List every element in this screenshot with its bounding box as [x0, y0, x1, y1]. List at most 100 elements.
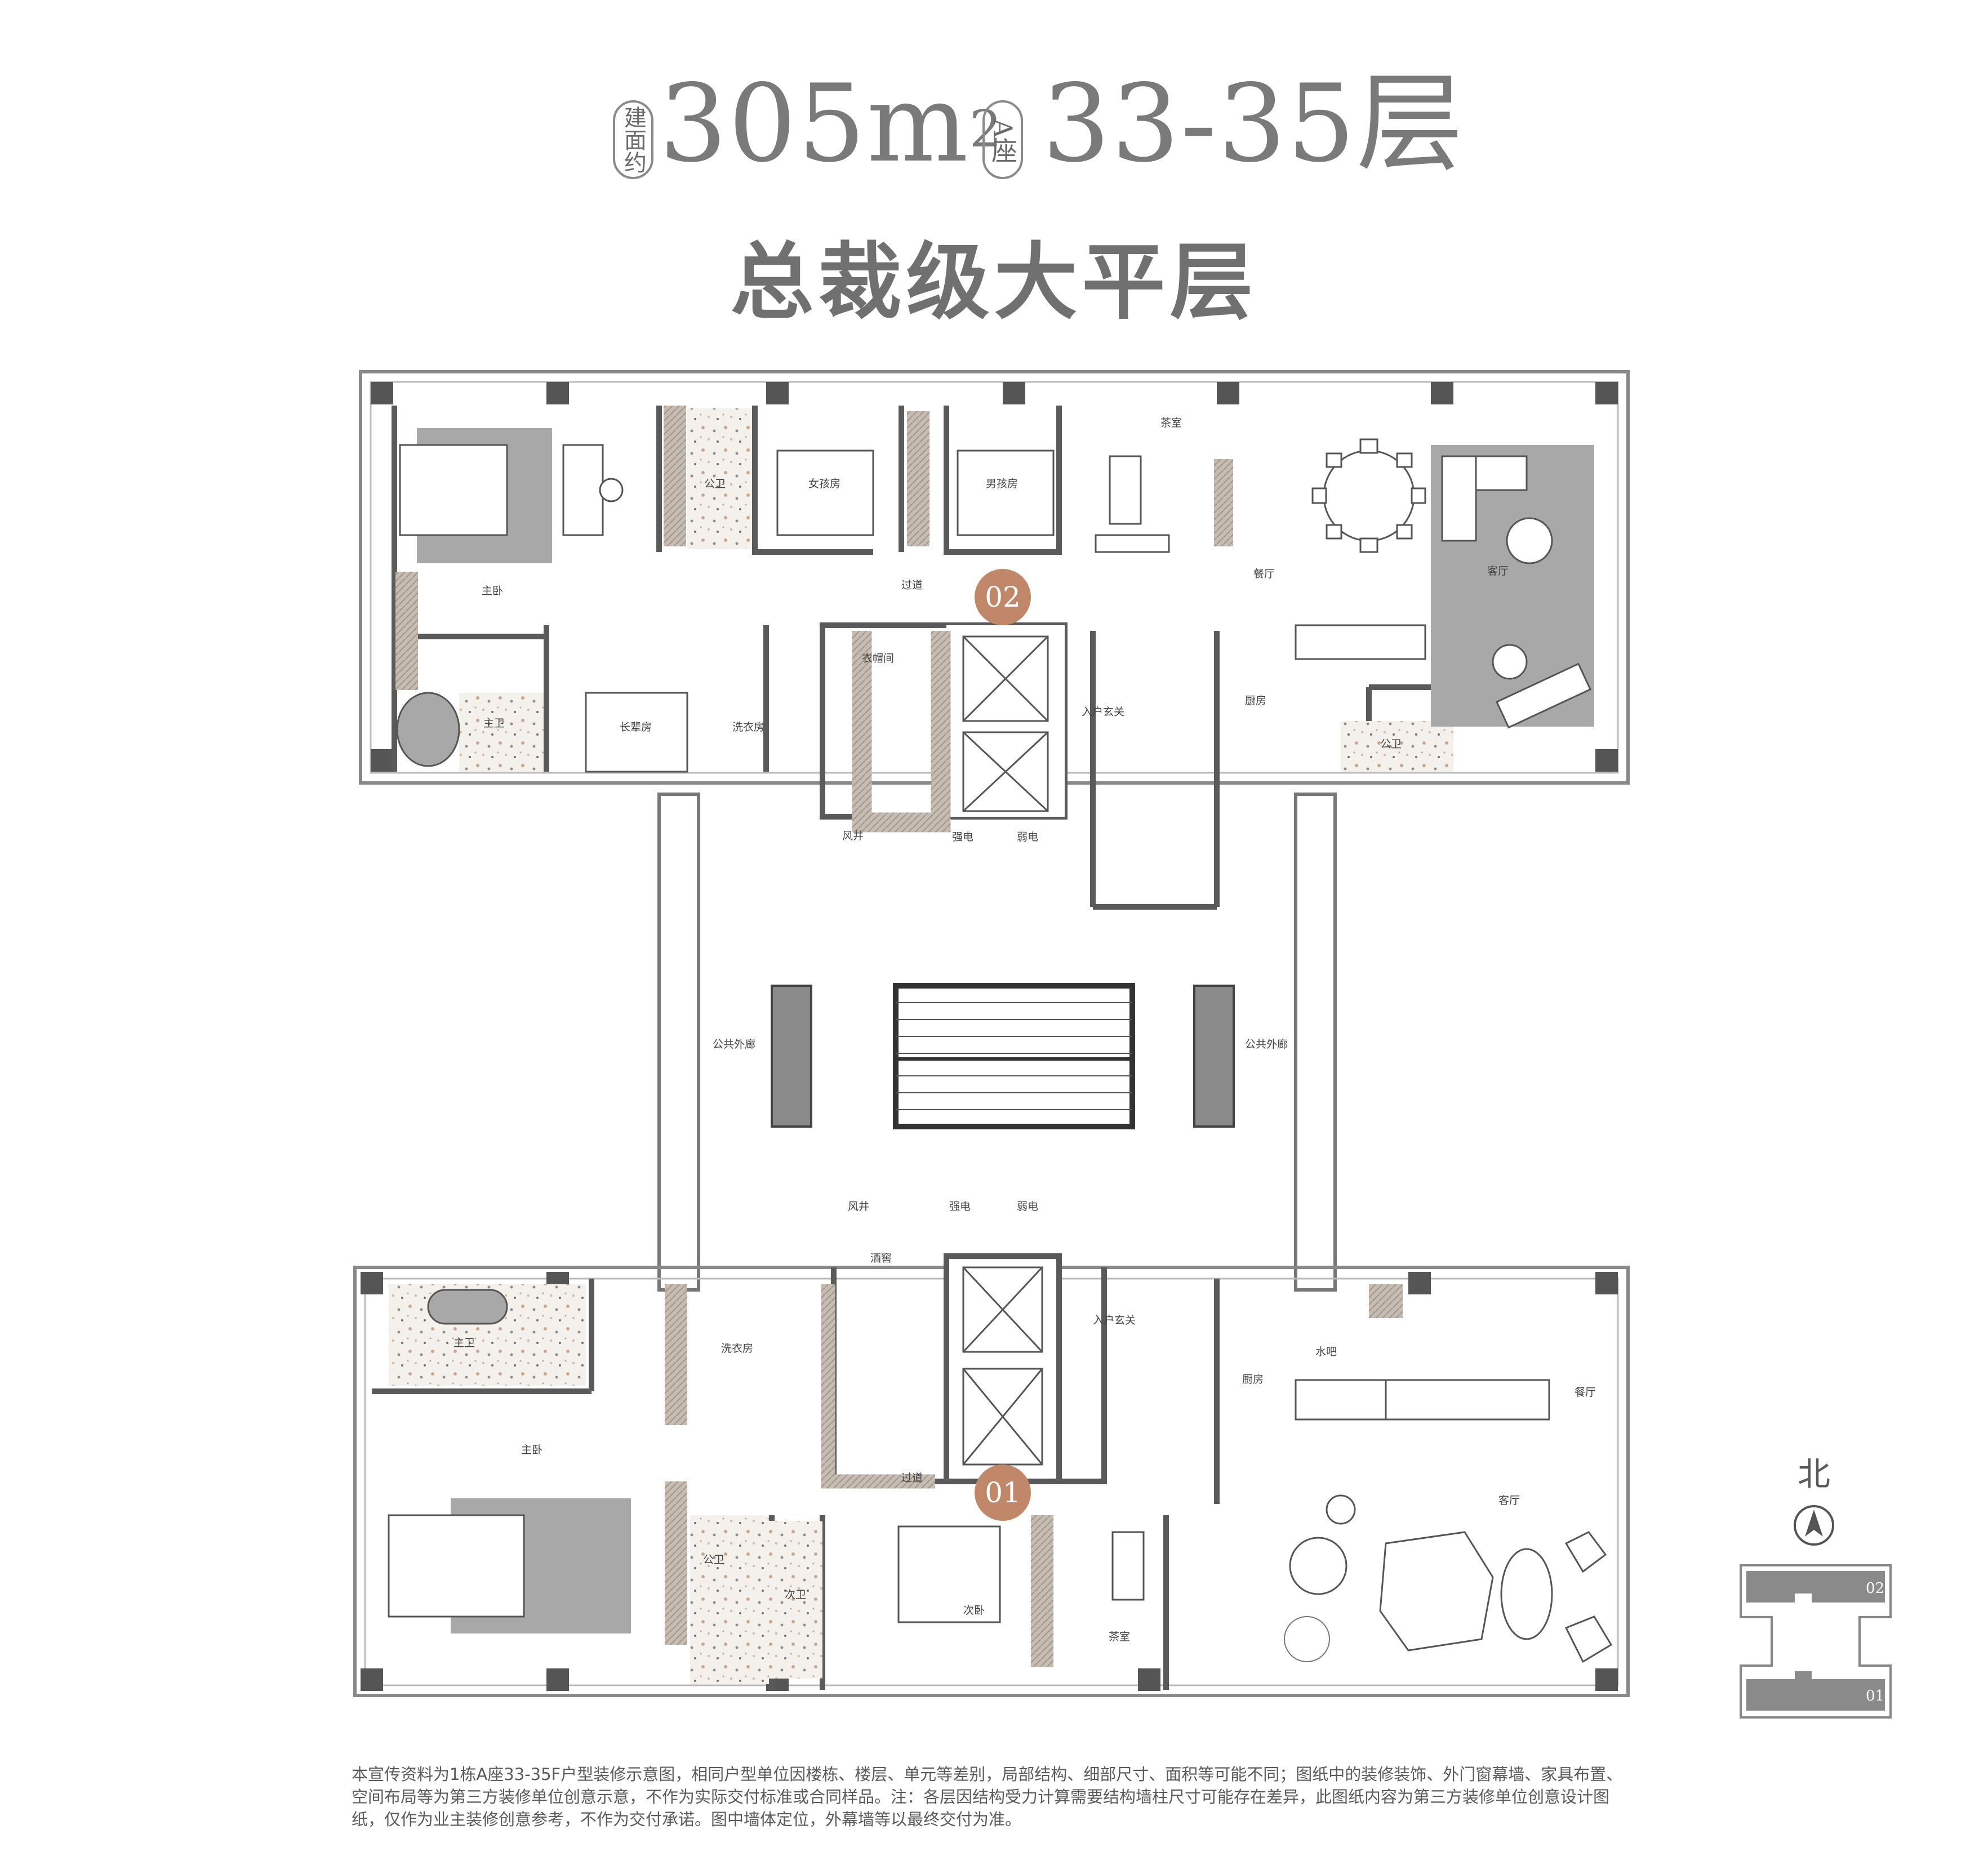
unit01-public-bath-floor [690, 1515, 769, 1684]
unit02-wardrobe-3 [907, 411, 929, 546]
label-unit02-entrance: 入户玄关 [1082, 706, 1124, 718]
unit02-cloakroom-shelves [852, 631, 951, 833]
unit01-second-bed [897, 1525, 1001, 1623]
label-unit01-dining: 餐厅 [1575, 1386, 1596, 1399]
label-gallery-left: 公共外廊 [713, 1038, 755, 1051]
block-seal: A座 [982, 100, 1023, 179]
unit02-desk [562, 444, 604, 536]
label-unit02-vent: 风井 [842, 830, 864, 842]
key-plan-diagram: 02 01 [1740, 1564, 1892, 1719]
badge-02-text: 02 [985, 581, 1021, 613]
badge-01-text: 01 [985, 1476, 1021, 1509]
floor-plan: 02 01 主卧 公卫 女孩房 男孩房 茶室 过道 餐厅 客厅 主卫 长辈房 洗… [353, 370, 1630, 1697]
unit01-dining-table [1385, 1379, 1550, 1421]
key-plan: 02 01 [1738, 1563, 1893, 1720]
unit02-kitchen-island [1295, 624, 1426, 660]
unit02-elder-bed [585, 692, 688, 773]
label-unit02-girls-room: 女孩房 [808, 478, 840, 490]
label-unit01-vent: 风井 [848, 1200, 869, 1213]
label-unit02-public-bath: 公卫 [704, 478, 726, 490]
core-shafts [771, 985, 1235, 1128]
unit01-wardrobe-1 [665, 1481, 687, 1645]
unit01-wardrobe-3 [1031, 1515, 1053, 1667]
north-arrow-icon [1794, 1505, 1834, 1546]
header: 建面约 305m2 A座 33-35层 [0, 68, 1988, 197]
label-unit02-elder-room: 长辈房 [620, 721, 652, 733]
unit01-second-bath-floor [766, 1521, 822, 1679]
unit01-elevators [962, 1266, 1043, 1466]
unit02-wardrobe-2 [664, 406, 686, 546]
label-unit02-public-bath2: 公卫 [1380, 738, 1402, 750]
unit02-master-bed [399, 444, 508, 536]
label-unit02-weak-elec: 弱电 [1017, 831, 1038, 843]
label-unit02-boys-room: 男孩房 [986, 478, 1018, 490]
right-gallery-wall [1294, 793, 1337, 1292]
unit-01 [353, 1253, 1630, 1697]
unit02-boys-bed [957, 449, 1055, 536]
unit01-tea-table [1111, 1531, 1145, 1601]
label-unit01-strong-elec: 强电 [949, 1200, 971, 1213]
label-unit01-corridor: 过道 [901, 1472, 923, 1484]
label-unit02-strong-elec: 强电 [952, 831, 973, 843]
unit02-wardrobe-1 [395, 572, 418, 690]
label-unit01-entrance: 入户玄关 [1093, 1314, 1136, 1327]
label-unit01-weak-elec: 弱电 [1017, 1200, 1038, 1213]
unit01-bathtub [427, 1289, 508, 1325]
floor-range: 33-35层 [1042, 61, 1465, 186]
label-unit02-tea-room: 茶室 [1160, 417, 1182, 429]
label-unit02-kitchen: 厨房 [1245, 695, 1266, 707]
unit02-bathtub [396, 692, 460, 767]
label-unit01-water-bar: 水吧 [1315, 1346, 1337, 1358]
label-unit01-second-bath: 次卫 [785, 1588, 806, 1601]
left-gallery-wall [657, 793, 700, 1292]
unit02-public-bath-floor [687, 408, 752, 549]
label-unit01-tea-room: 茶室 [1109, 1631, 1130, 1643]
key-plan-label-01: 01 [1866, 1688, 1884, 1704]
label-unit02-laundry: 洗衣房 [732, 721, 764, 733]
unit-02 [359, 370, 1630, 910]
unit02-master-bath-floor [459, 693, 544, 772]
north-compass: 北 [1791, 1448, 1836, 1548]
block-seal-text: A座 [988, 119, 1018, 164]
unit01-wine-shelves [821, 1284, 935, 1489]
unit02-tea-cabinet [1214, 459, 1233, 546]
label-unit02-master-bath: 主卫 [483, 717, 505, 729]
compass-label: 北 [1797, 1455, 1830, 1493]
unit-badge-01: 01 [975, 1465, 1031, 1521]
disclaimer-text: 本宣传资料为1栋A座33-35F户型装修示意图，相同户型单位因楼栋、楼层、单元等… [352, 1765, 1623, 1829]
label-unit02-corridor: 过道 [901, 579, 923, 591]
unit02-elevators [962, 635, 1049, 812]
unit02-columns [371, 382, 1618, 772]
label-unit02-cloakroom: 衣帽间 [862, 652, 894, 665]
unit02-girls-bed [776, 449, 874, 536]
unit01-coffee-table [1379, 1531, 1494, 1652]
label-gallery-right: 公共外廊 [1245, 1038, 1288, 1051]
area-seal-text: 建面约 [620, 106, 646, 173]
area-number: 305m [659, 61, 969, 186]
unit01-master-bed [388, 1514, 525, 1618]
label-unit02-living: 客厅 [1487, 565, 1509, 577]
label-unit01-laundry: 洗衣房 [721, 1342, 753, 1355]
label-unit02-master-bedroom: 主卧 [482, 585, 503, 597]
label-unit01-master-bedroom: 主卧 [521, 1444, 542, 1456]
unit02-walls [392, 406, 1527, 772]
area-value: 305m2 [659, 68, 1003, 180]
page-subtitle: 总裁级大平层 [730, 234, 1258, 331]
label-unit01-living: 客厅 [1498, 1494, 1520, 1507]
room-labels: 主卧 公卫 女孩房 男孩房 茶室 过道 餐厅 客厅 主卫 长辈房 洗衣房 衣帽间… [453, 417, 1596, 1643]
area-seal: 建面约 [613, 100, 653, 179]
key-plan-label-02: 02 [1866, 1580, 1884, 1597]
unit01-wardrobe-2 [665, 1284, 687, 1425]
label-unit02-dining: 餐厅 [1253, 568, 1275, 580]
unit01-water-bar [1295, 1379, 1387, 1421]
unit-badge-02: 02 [975, 569, 1031, 625]
label-unit01-kitchen: 厨房 [1242, 1373, 1264, 1386]
label-unit01-wine-cellar: 酒窖 [870, 1252, 892, 1265]
unit02-tea-table [1109, 455, 1142, 525]
label-unit01-public-bath: 公卫 [703, 1554, 724, 1566]
unit02-public-bath2-floor [1341, 721, 1453, 772]
label-unit01-second-bedroom: 次卧 [963, 1604, 985, 1617]
label-unit01-master-bath: 主卫 [453, 1337, 475, 1349]
central-core [657, 793, 1337, 1292]
stair [893, 983, 1135, 1129]
